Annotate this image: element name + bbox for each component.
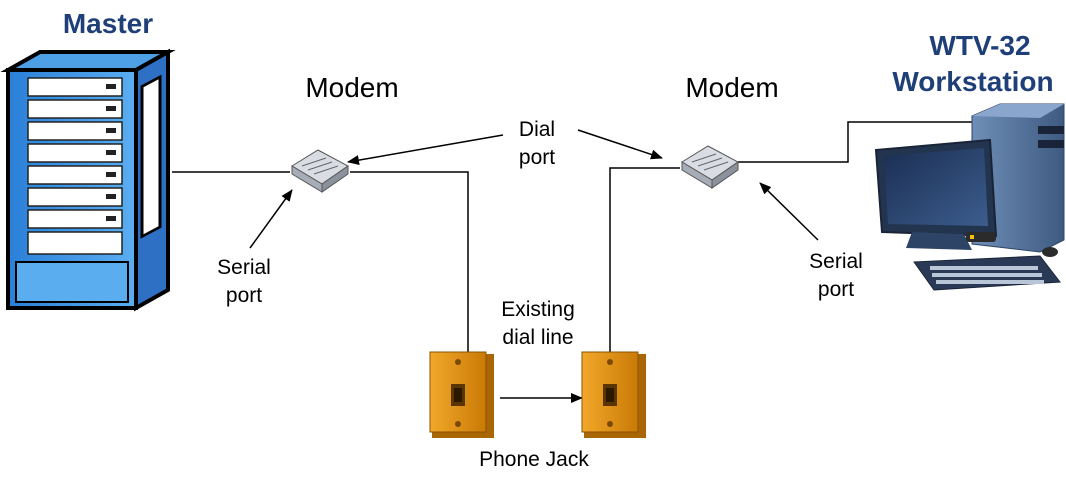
modem-left-label: Modem bbox=[305, 72, 399, 103]
serial-port-right-line1: Serial bbox=[809, 250, 863, 273]
dial-port-label-line1: Dial bbox=[518, 118, 556, 141]
phone-jack-label: Phone Jack bbox=[479, 448, 589, 471]
modem-icon bbox=[291, 149, 349, 193]
serial-port-left-line1: Serial bbox=[217, 256, 271, 279]
left-modem-to-jack-line bbox=[350, 171, 469, 358]
dial-port-arrow-left bbox=[347, 134, 504, 166]
modem-icon bbox=[681, 145, 739, 189]
serial-port-left-line2: port bbox=[225, 284, 263, 307]
serial-port-arrow-left bbox=[249, 189, 293, 249]
existing-dial-line-label-line1: Existing bbox=[501, 298, 575, 321]
master-label: Master bbox=[62, 8, 154, 39]
right-jack-to-modem-line bbox=[609, 167, 680, 358]
modem-right-label: Modem bbox=[685, 72, 779, 103]
right-modem-to-workstation-line bbox=[738, 121, 972, 163]
dial-port-arrow-right bbox=[577, 129, 663, 160]
workstation-title-line1: WTV-32 bbox=[929, 30, 1031, 61]
serial-port-arrow-right bbox=[759, 182, 819, 241]
dial-port-label-line2: port bbox=[518, 146, 556, 169]
serial-port-right-line2: port bbox=[817, 278, 855, 301]
server-rack-icon bbox=[0, 48, 176, 312]
connection-lines bbox=[172, 121, 972, 358]
desktop-computer-icon bbox=[874, 103, 1065, 291]
existing-dial-line-label-line2: dial line bbox=[502, 326, 574, 349]
phone-jack-icon bbox=[581, 351, 646, 438]
arrows bbox=[249, 129, 819, 403]
phone-jack-icon bbox=[429, 351, 494, 438]
workstation-title-line2: Workstation bbox=[892, 66, 1054, 97]
